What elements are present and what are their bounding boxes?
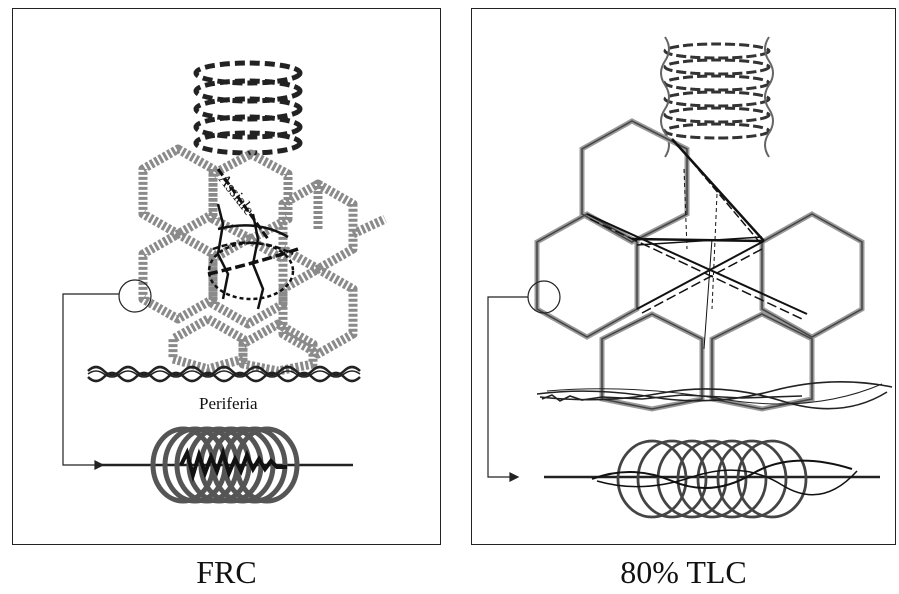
- peripheral-fibers: [87, 365, 361, 383]
- zoom-callout: [487, 280, 561, 482]
- coiled-fiber-detail: [101, 426, 353, 504]
- periphery-label: Periferia: [199, 394, 258, 413]
- alveolar-hexagons: [138, 144, 387, 376]
- coiled-fiber-detail: [544, 439, 880, 519]
- tlc-caption: 80% TLC: [620, 554, 747, 590]
- airway-coil: [660, 36, 774, 158]
- peripheral-fibers: [536, 381, 893, 410]
- tlc-diagram: [487, 36, 893, 519]
- frc-diagram: Assiale Periferia: [62, 60, 387, 504]
- tlc-panel: [471, 8, 896, 545]
- frc-caption: FRC: [196, 554, 257, 590]
- interstitial-fibers: [207, 168, 299, 310]
- interstitial-fibers: [586, 138, 808, 350]
- axial-label: Assiale: [215, 171, 257, 219]
- frc-panel: Assiale Periferia: [12, 8, 441, 545]
- zoom-callout: [62, 279, 152, 470]
- airway-coil: [193, 60, 303, 156]
